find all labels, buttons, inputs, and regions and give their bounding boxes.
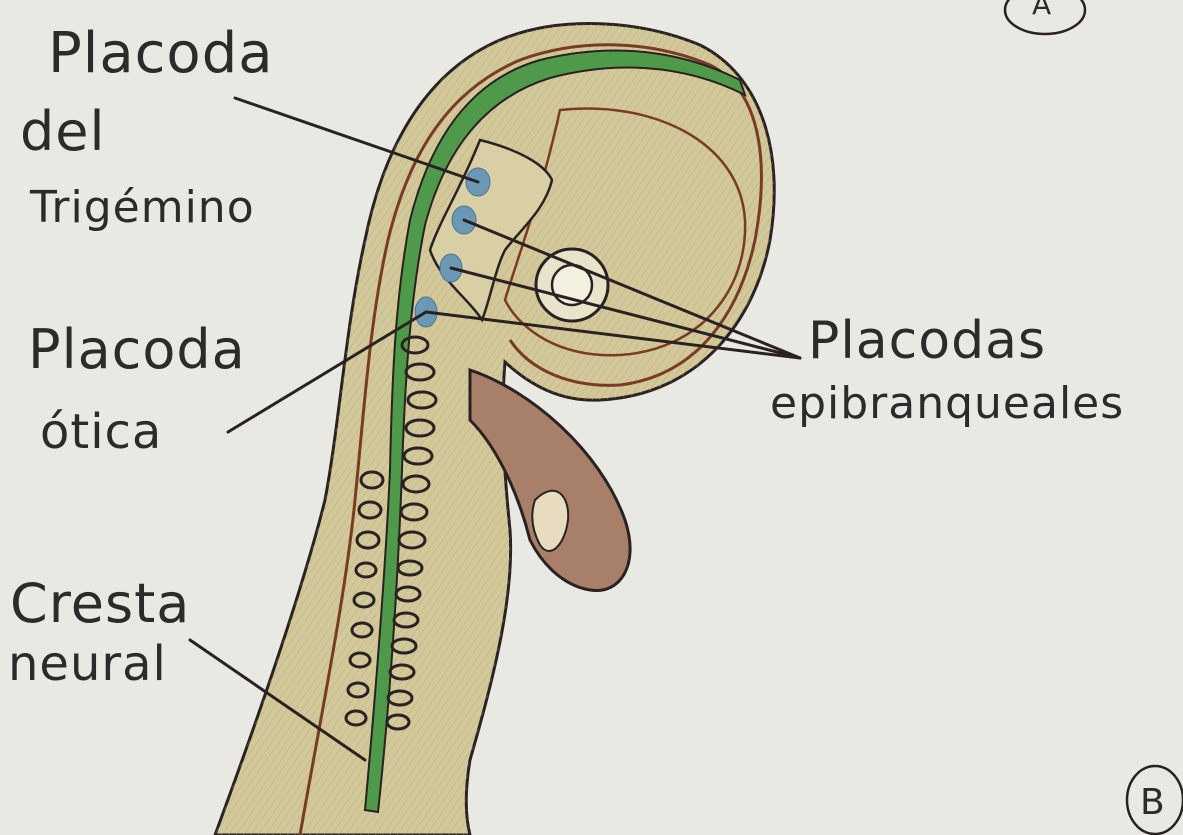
crest-label-line1: Cresta <box>10 572 190 635</box>
otic-label-line2: ótica <box>40 404 162 460</box>
trigeminal-label-line2: del <box>20 100 106 163</box>
epibranchial-label-line1: Placodas <box>808 311 1046 371</box>
epibranchial-label-line2: epibranqueales <box>770 378 1124 429</box>
panel-marker-bottom-label: B <box>1140 782 1166 823</box>
trigeminal-label-line3: Trigémino <box>29 182 255 233</box>
otic-label-line1: Placoda <box>28 318 246 381</box>
crest-label-line2: neural <box>8 636 167 692</box>
trigeminal-label-line1: Placoda <box>48 21 274 86</box>
panel-marker-top-label: A <box>1032 0 1052 21</box>
eye <box>536 249 608 321</box>
